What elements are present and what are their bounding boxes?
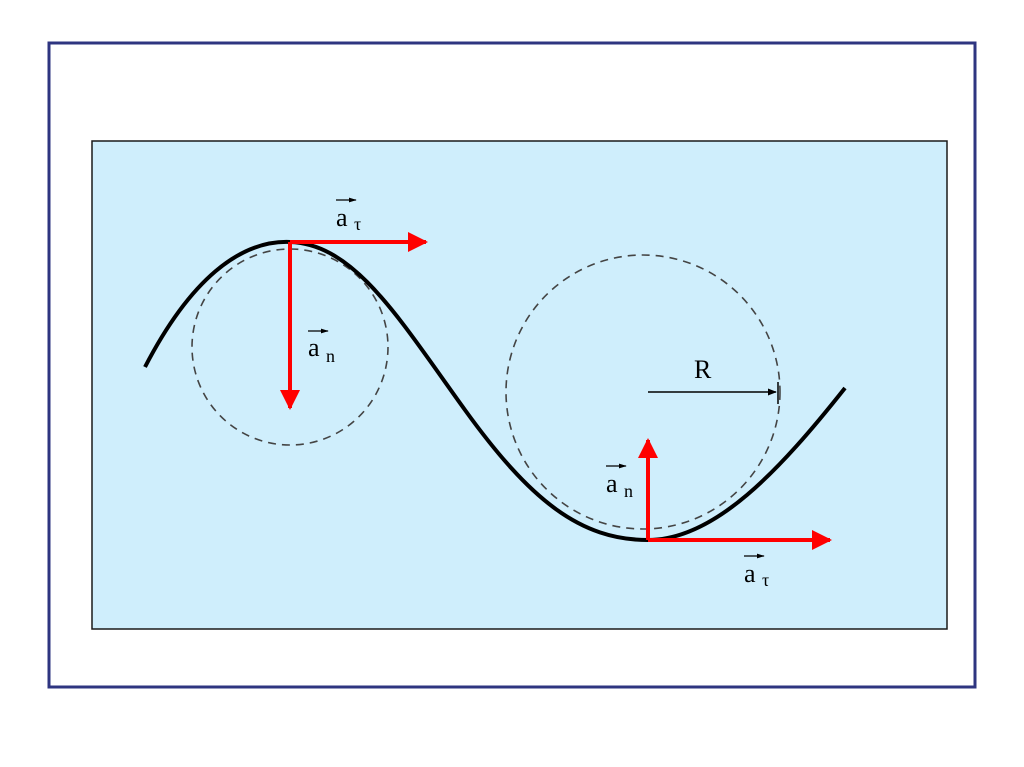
- vector-base-letter: a: [744, 559, 756, 588]
- vector-subscript: τ: [354, 214, 361, 234]
- top-osculating-circle: [191, 248, 389, 446]
- vector-subscript: n: [624, 481, 633, 501]
- diagram-panel: [91, 140, 948, 630]
- vector-base-letter: a: [308, 333, 320, 362]
- top-normal-label: a n: [308, 328, 335, 366]
- bottom-osculating-circle: [505, 254, 781, 530]
- vector-subscript: n: [326, 346, 335, 366]
- radius-label: R: [694, 355, 712, 384]
- bottom-normal-label: a n: [606, 463, 633, 501]
- vector-base-letter: a: [336, 203, 348, 232]
- trajectory-curve: [143, 239, 847, 543]
- bottom-tangential-label: a τ: [744, 553, 769, 590]
- vector-subscript: τ: [762, 570, 769, 590]
- vector-base-letter: a: [606, 469, 618, 498]
- top-tangential-label: a τ: [336, 197, 361, 234]
